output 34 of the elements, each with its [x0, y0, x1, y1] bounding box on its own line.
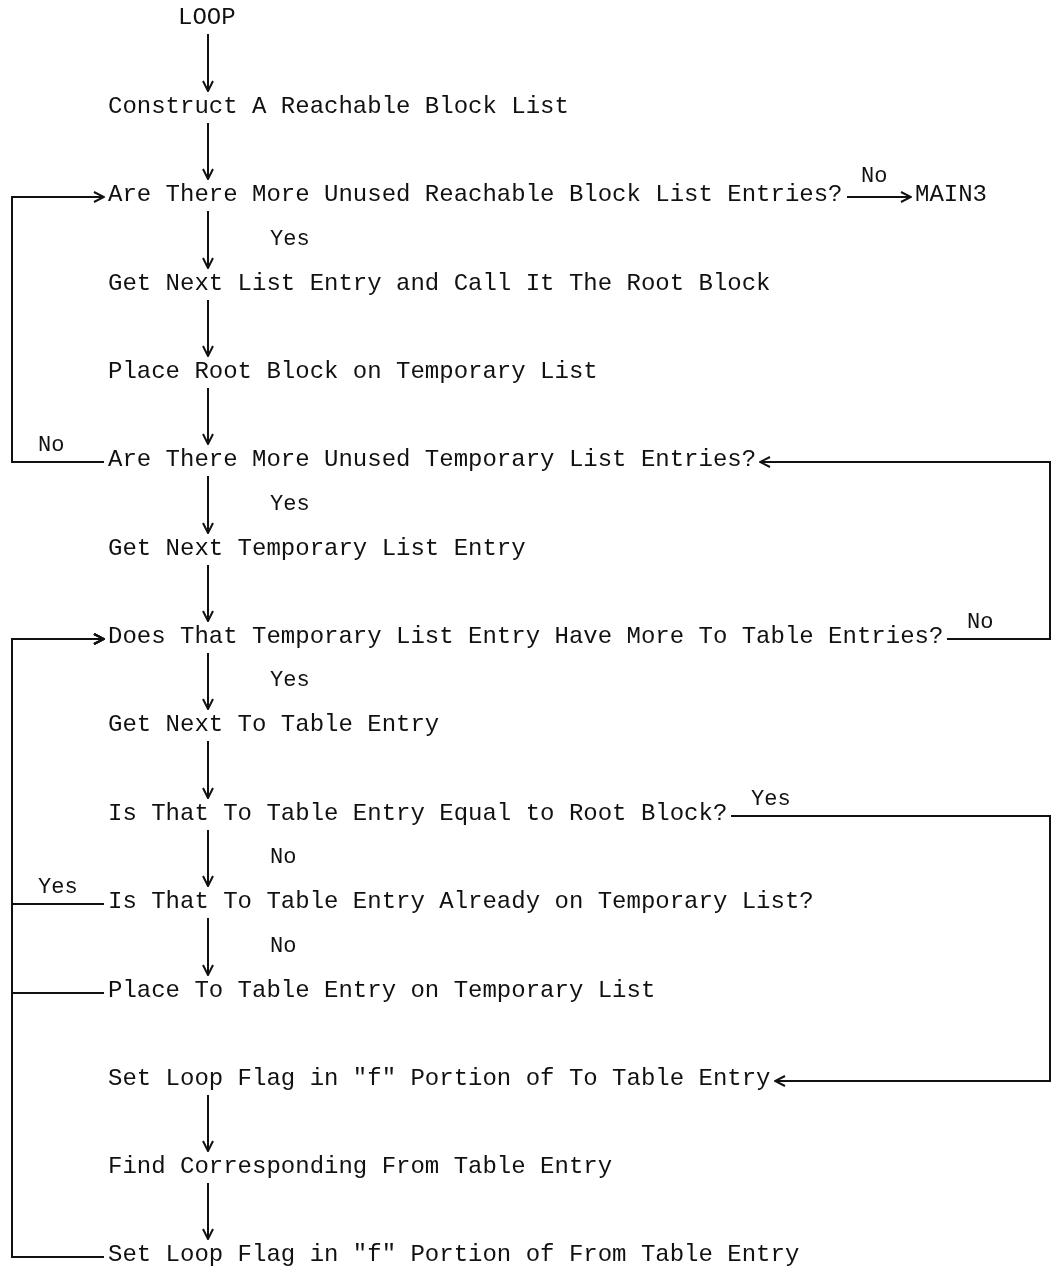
flow-step-text: Is That To Table Entry Already on Temporary List? [108, 888, 814, 916]
flow-step-text: Set Loop Flag in "f" Portion of From Table Entry [108, 1241, 800, 1269]
arrow [730, 815, 1051, 1087]
arrow [202, 475, 214, 534]
arrow [202, 1094, 214, 1152]
flow-step-text: Get Next List Entry and Call It The Root Block [108, 270, 771, 298]
flow-step-text: Is That To Table Entry Equal to Root Block? [108, 800, 728, 828]
arrow [202, 33, 214, 92]
flow-step-text: Place Root Block on Temporary List [108, 358, 598, 386]
arrow [11, 633, 105, 1258]
arrow [846, 191, 912, 203]
arrow [202, 829, 214, 887]
arrow [202, 299, 214, 357]
flow-step-text: Are There More Unused Temporary List Entries? [108, 446, 757, 474]
flow-step-text: Get Next Temporary List Entry [108, 535, 526, 563]
arrow [202, 1182, 214, 1240]
arrow [202, 740, 214, 799]
flow-step-text: Does That Temporary List Entry Have More To Table Entries? [108, 623, 944, 651]
arrow [202, 564, 214, 622]
arrow [202, 210, 214, 269]
flow-step-text: Set Loop Flag in "f" Portion of To Table Entry [108, 1065, 771, 1093]
arrow [202, 652, 214, 710]
flow-step-text: Construct A Reachable Block List [108, 93, 569, 121]
flow-step-text: MAIN3 [915, 181, 987, 209]
arrow [759, 456, 1051, 640]
arrow [11, 191, 105, 463]
flow-step-text: Get Next To Table Entry [108, 711, 440, 739]
flow-step-text: Are There More Unused Reachable Block List Entries? [108, 181, 843, 209]
flow-step-text: Find Corresponding From Table Entry [108, 1153, 613, 1181]
flow-step-text: Place To Table Entry on Temporary List [108, 977, 656, 1005]
arrow [202, 387, 214, 445]
arrow [202, 917, 214, 976]
flow-step-text: LOOP [178, 4, 236, 32]
arrow [202, 122, 214, 180]
